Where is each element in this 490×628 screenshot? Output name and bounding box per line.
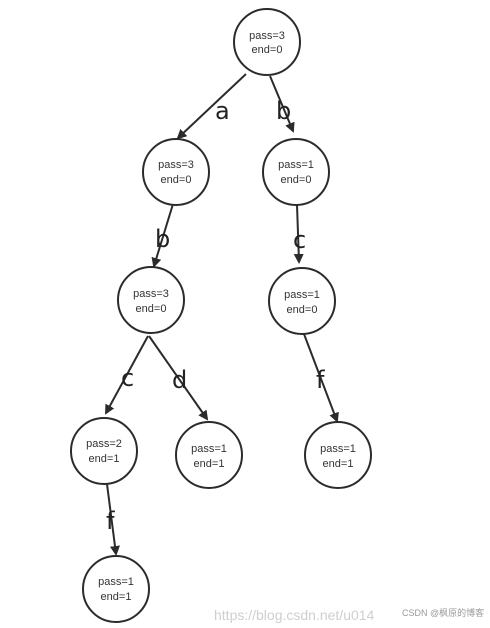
node-ab-end: end=0 [136, 303, 167, 315]
edge-bc-bcf [303, 333, 339, 423]
node-abd-pass: pass=1 [191, 443, 227, 455]
edge-label-ab-abd: d [172, 366, 187, 394]
node-abd: pass=1 end=1 [175, 421, 243, 489]
node-abd-end: end=1 [194, 458, 225, 470]
node-b-end: end=0 [281, 174, 312, 186]
node-bcf-pass: pass=1 [320, 443, 356, 455]
watermark-csdn: CSDN @枫原的博客 [402, 607, 484, 618]
node-root: pass=3 end=0 [233, 8, 301, 76]
edge-label-abc-abcf: f [106, 507, 115, 535]
edge-label-a-ab: b [155, 225, 170, 253]
edge-b-bc [293, 204, 304, 264]
node-abc: pass=2 end=1 [70, 417, 138, 485]
node-abcf-pass: pass=1 [98, 576, 134, 588]
node-ab-pass: pass=3 [133, 288, 169, 300]
edge-ab-abd [148, 335, 209, 421]
node-bc-pass: pass=1 [284, 289, 320, 301]
node-a-end: end=0 [161, 174, 192, 186]
node-a: pass=3 end=0 [142, 138, 210, 206]
node-bc-end: end=0 [287, 304, 318, 316]
node-abc-pass: pass=2 [86, 438, 122, 450]
edge-label-ab-abc: c [121, 364, 134, 392]
node-bc: pass=1 end=0 [268, 267, 336, 335]
edge-label-root-a: a [215, 97, 230, 125]
node-b: pass=1 end=0 [262, 138, 330, 206]
node-a-pass: pass=3 [158, 159, 194, 171]
node-bcf: pass=1 end=1 [304, 421, 372, 489]
node-bcf-end: end=1 [323, 458, 354, 470]
node-abcf: pass=1 end=1 [82, 555, 150, 623]
node-ab: pass=3 end=0 [117, 266, 185, 334]
edge-root-b [269, 75, 295, 133]
edge-label-bc-bcf: f [316, 366, 325, 394]
watermark-url: https://blog.csdn.net/u014 [214, 607, 375, 623]
node-abcf-end: end=1 [101, 591, 132, 603]
node-b-pass: pass=1 [278, 159, 314, 171]
edge-a-ab [151, 203, 174, 268]
node-abc-end: end=1 [89, 453, 120, 465]
node-root-end: end=0 [252, 44, 283, 56]
node-root-pass: pass=3 [249, 30, 285, 42]
edge-label-root-b: b [276, 97, 291, 125]
edge-label-b-bc: c [293, 226, 306, 254]
edge-abc-abcf [106, 483, 120, 556]
edge-root-a [176, 73, 247, 140]
edge-ab-abc [105, 335, 149, 415]
